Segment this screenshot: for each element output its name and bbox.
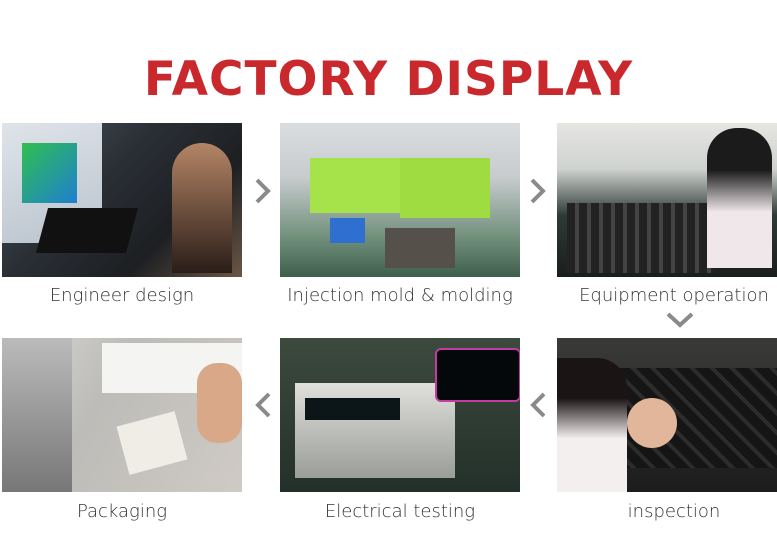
photo-electrical-testing [280,338,520,492]
photo-packaging [2,338,242,492]
photo-injection-molding [280,123,520,277]
caption-equipment-operation: Equipment operation [579,285,769,306]
chevron-down-icon [665,305,695,335]
page-title: FACTORY DISPLAY [143,52,634,107]
caption-engineer-design: Engineer design [49,285,195,306]
caption-injection-molding: Injection mold & molding [287,285,513,306]
chevron-right-icon [248,176,278,206]
photo-equipment-operation [557,123,777,277]
chevron-right-icon [523,176,553,206]
photo-inspection [557,338,777,492]
caption-electrical-testing: Electrical testing [324,501,476,522]
caption-packaging: Packaging [76,501,168,522]
photo-engineer-design [2,123,242,277]
chevron-left-icon [523,390,553,420]
chevron-left-icon [248,390,278,420]
caption-inspection: inspection [627,501,721,522]
